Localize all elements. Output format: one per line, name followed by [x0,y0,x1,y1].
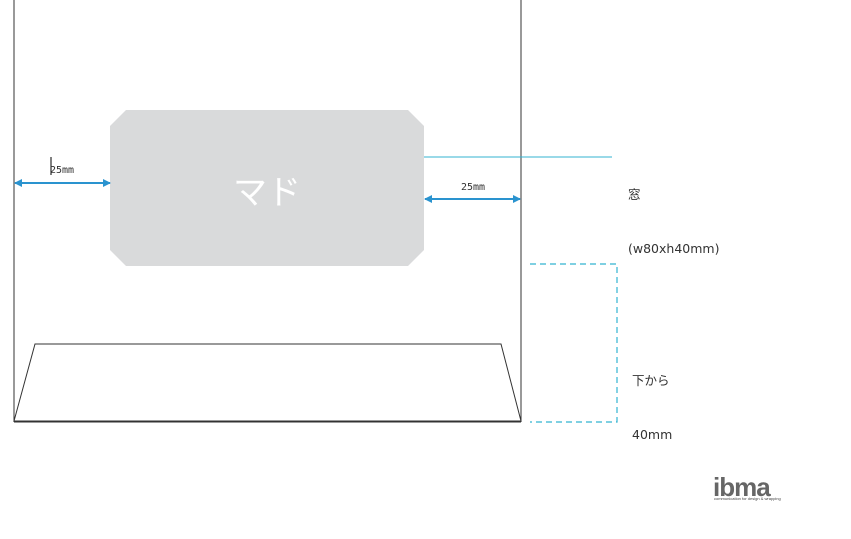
window-note: 窓 (w80xh40mm) [628,150,719,276]
window-label: マド [233,173,301,213]
company-logo: ibma communication for design & wrapping [713,472,823,502]
envelope-bottom-flap [13,343,522,422]
bottom-offset-bracket [530,263,618,423]
window-note-title: 窓 [628,187,641,202]
window-shape [110,110,424,266]
left-margin-label: 25mm [50,165,74,176]
logo-mark: ibma [713,472,771,502]
logo-tagline: communication for design & wrapping [714,496,781,501]
bottom-note-line2: 40mm [632,427,673,442]
right-margin-label: 25mm [461,182,485,193]
bottom-note-line1: 下から [632,373,670,388]
bottom-note: 下から 40mm [632,336,672,462]
window-note-size: (w80xh40mm) [628,241,720,256]
